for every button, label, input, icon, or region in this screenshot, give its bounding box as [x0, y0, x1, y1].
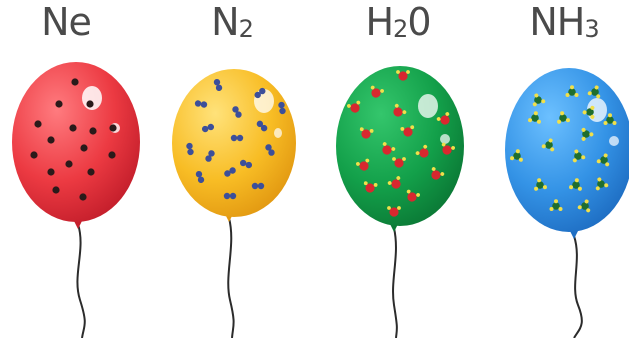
- neon-particles: [30, 78, 117, 201]
- water-string: [392, 227, 398, 338]
- nitrogen-balloon: [172, 69, 296, 338]
- ammonia-string: [573, 235, 583, 338]
- highlight-icon: [418, 94, 438, 118]
- label-neon: Ne: [41, 0, 92, 44]
- water-balloon: [336, 66, 464, 338]
- neon-string: [76, 223, 86, 338]
- label-ammonia: NH3: [529, 0, 599, 44]
- label-nitrogen: N2: [211, 0, 254, 44]
- ammonia-balloon: [505, 68, 629, 338]
- neon-balloon: [12, 62, 140, 338]
- nitrogen-string: [227, 217, 235, 338]
- label-water: H20: [365, 0, 431, 44]
